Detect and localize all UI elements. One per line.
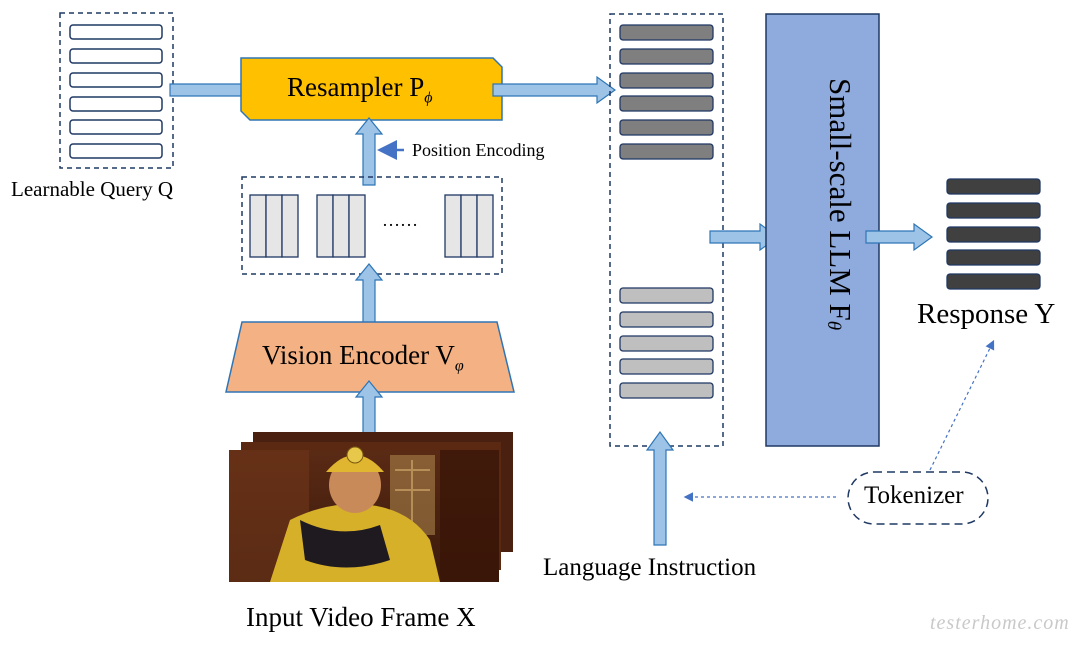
tokenizer-to-response-arrow bbox=[929, 339, 995, 471]
patch-column bbox=[265, 194, 283, 258]
patch-column bbox=[444, 194, 462, 258]
learnable-query-group bbox=[59, 12, 174, 169]
vision-encoder-label: Vision Encoder Vφ bbox=[262, 340, 464, 375]
patch-column bbox=[332, 194, 350, 258]
query-token bbox=[69, 48, 163, 64]
response-token bbox=[946, 226, 1041, 243]
tokenizer-label: Tokenizer bbox=[864, 482, 964, 509]
patch-column bbox=[460, 194, 478, 258]
text-token bbox=[619, 311, 714, 328]
patch-column bbox=[249, 194, 267, 258]
patch-ellipsis: …… bbox=[382, 210, 418, 230]
learnable-query-label: Learnable Query Q bbox=[11, 177, 174, 201]
text-token bbox=[619, 358, 714, 375]
query-token bbox=[69, 72, 163, 88]
position-encoding-label: Position Encoding bbox=[412, 140, 545, 160]
visual-token bbox=[619, 143, 714, 160]
arrow-patches-to-resampler bbox=[354, 117, 384, 186]
response-token bbox=[946, 273, 1041, 290]
arrow-llm-to-response bbox=[865, 222, 934, 252]
patch-column bbox=[476, 194, 494, 258]
query-token bbox=[69, 119, 163, 135]
video-frames-image bbox=[229, 432, 513, 582]
arrow-instruction-to-tokens bbox=[645, 430, 675, 546]
token-sequence-container bbox=[609, 13, 724, 447]
resampler-label: Resampler Pϕ bbox=[287, 72, 433, 107]
query-token bbox=[69, 24, 163, 40]
learnable-query-tokens bbox=[69, 24, 163, 159]
llm-label: Small-scale LLM Fθ bbox=[822, 78, 858, 330]
response-token bbox=[946, 178, 1041, 195]
visual-token bbox=[619, 48, 714, 65]
response-label: Response Y bbox=[917, 298, 1056, 330]
tokenizer-box bbox=[847, 471, 989, 525]
visual-token bbox=[619, 119, 714, 136]
visual-tokens bbox=[619, 24, 714, 160]
watermark-text: testerhome.com bbox=[930, 612, 1070, 634]
token-sequence-group bbox=[609, 13, 724, 447]
text-token bbox=[619, 335, 714, 352]
response-token bbox=[946, 202, 1041, 219]
query-token bbox=[69, 143, 163, 159]
visual-token bbox=[619, 24, 714, 41]
vision-encoder-box bbox=[225, 321, 515, 393]
patch-column bbox=[348, 194, 366, 258]
resampler-label-text: Resampler P bbox=[287, 72, 425, 102]
resampler-label-subscript: ϕ bbox=[424, 89, 433, 107]
response-token bbox=[946, 249, 1041, 266]
resampler-box bbox=[240, 57, 503, 121]
vision-encoder-label-text: Vision Encoder V bbox=[262, 340, 455, 370]
text-token bbox=[619, 287, 714, 304]
patch-column bbox=[316, 194, 334, 258]
patch-column bbox=[281, 194, 299, 258]
input-frame-label: Input Video Frame X bbox=[246, 602, 476, 632]
language-instruction-label: Language Instruction bbox=[543, 554, 757, 581]
patch-feature-group bbox=[241, 176, 503, 275]
llm-label-subscript: θ bbox=[823, 320, 844, 331]
query-token bbox=[69, 96, 163, 112]
vision-encoder-label-subscript: φ bbox=[454, 357, 464, 375]
text-token bbox=[619, 382, 714, 399]
response-tokens bbox=[946, 178, 1041, 290]
patch-columns bbox=[249, 194, 494, 258]
arrow-resampler-to-tokens bbox=[492, 75, 617, 105]
llm-label-text: Small-scale LLM F bbox=[823, 78, 859, 321]
text-tokens bbox=[619, 287, 714, 399]
visual-token bbox=[619, 95, 714, 112]
visual-token bbox=[619, 72, 714, 89]
llm-box bbox=[765, 13, 880, 447]
